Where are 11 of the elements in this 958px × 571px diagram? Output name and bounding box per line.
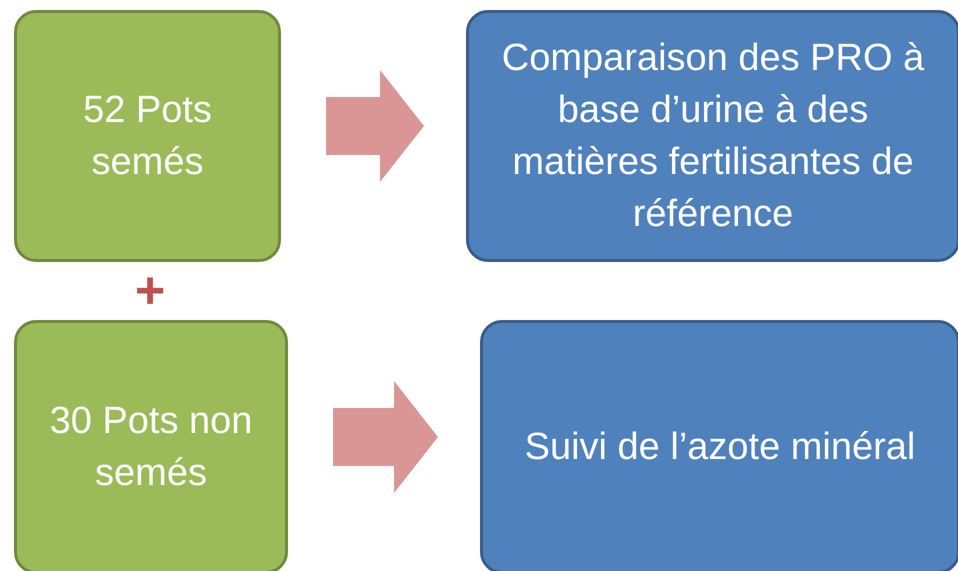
rounded-box (466, 10, 958, 262)
block-arrow (333, 381, 438, 493)
rounded-box (14, 10, 281, 262)
box-text: 30 Pots non semés (48, 399, 254, 496)
rounded-box (14, 320, 288, 571)
block-arrow (326, 70, 424, 182)
rounded-box (480, 320, 958, 571)
box-text: Suivi de l’azote minéral (524, 425, 916, 470)
plus-sign: + (134, 262, 166, 320)
box-text: 52 Pots semés (82, 88, 213, 185)
box-text: Comparaison des PRO à base d’urine à des matières fertilisantes de référence (500, 36, 926, 237)
